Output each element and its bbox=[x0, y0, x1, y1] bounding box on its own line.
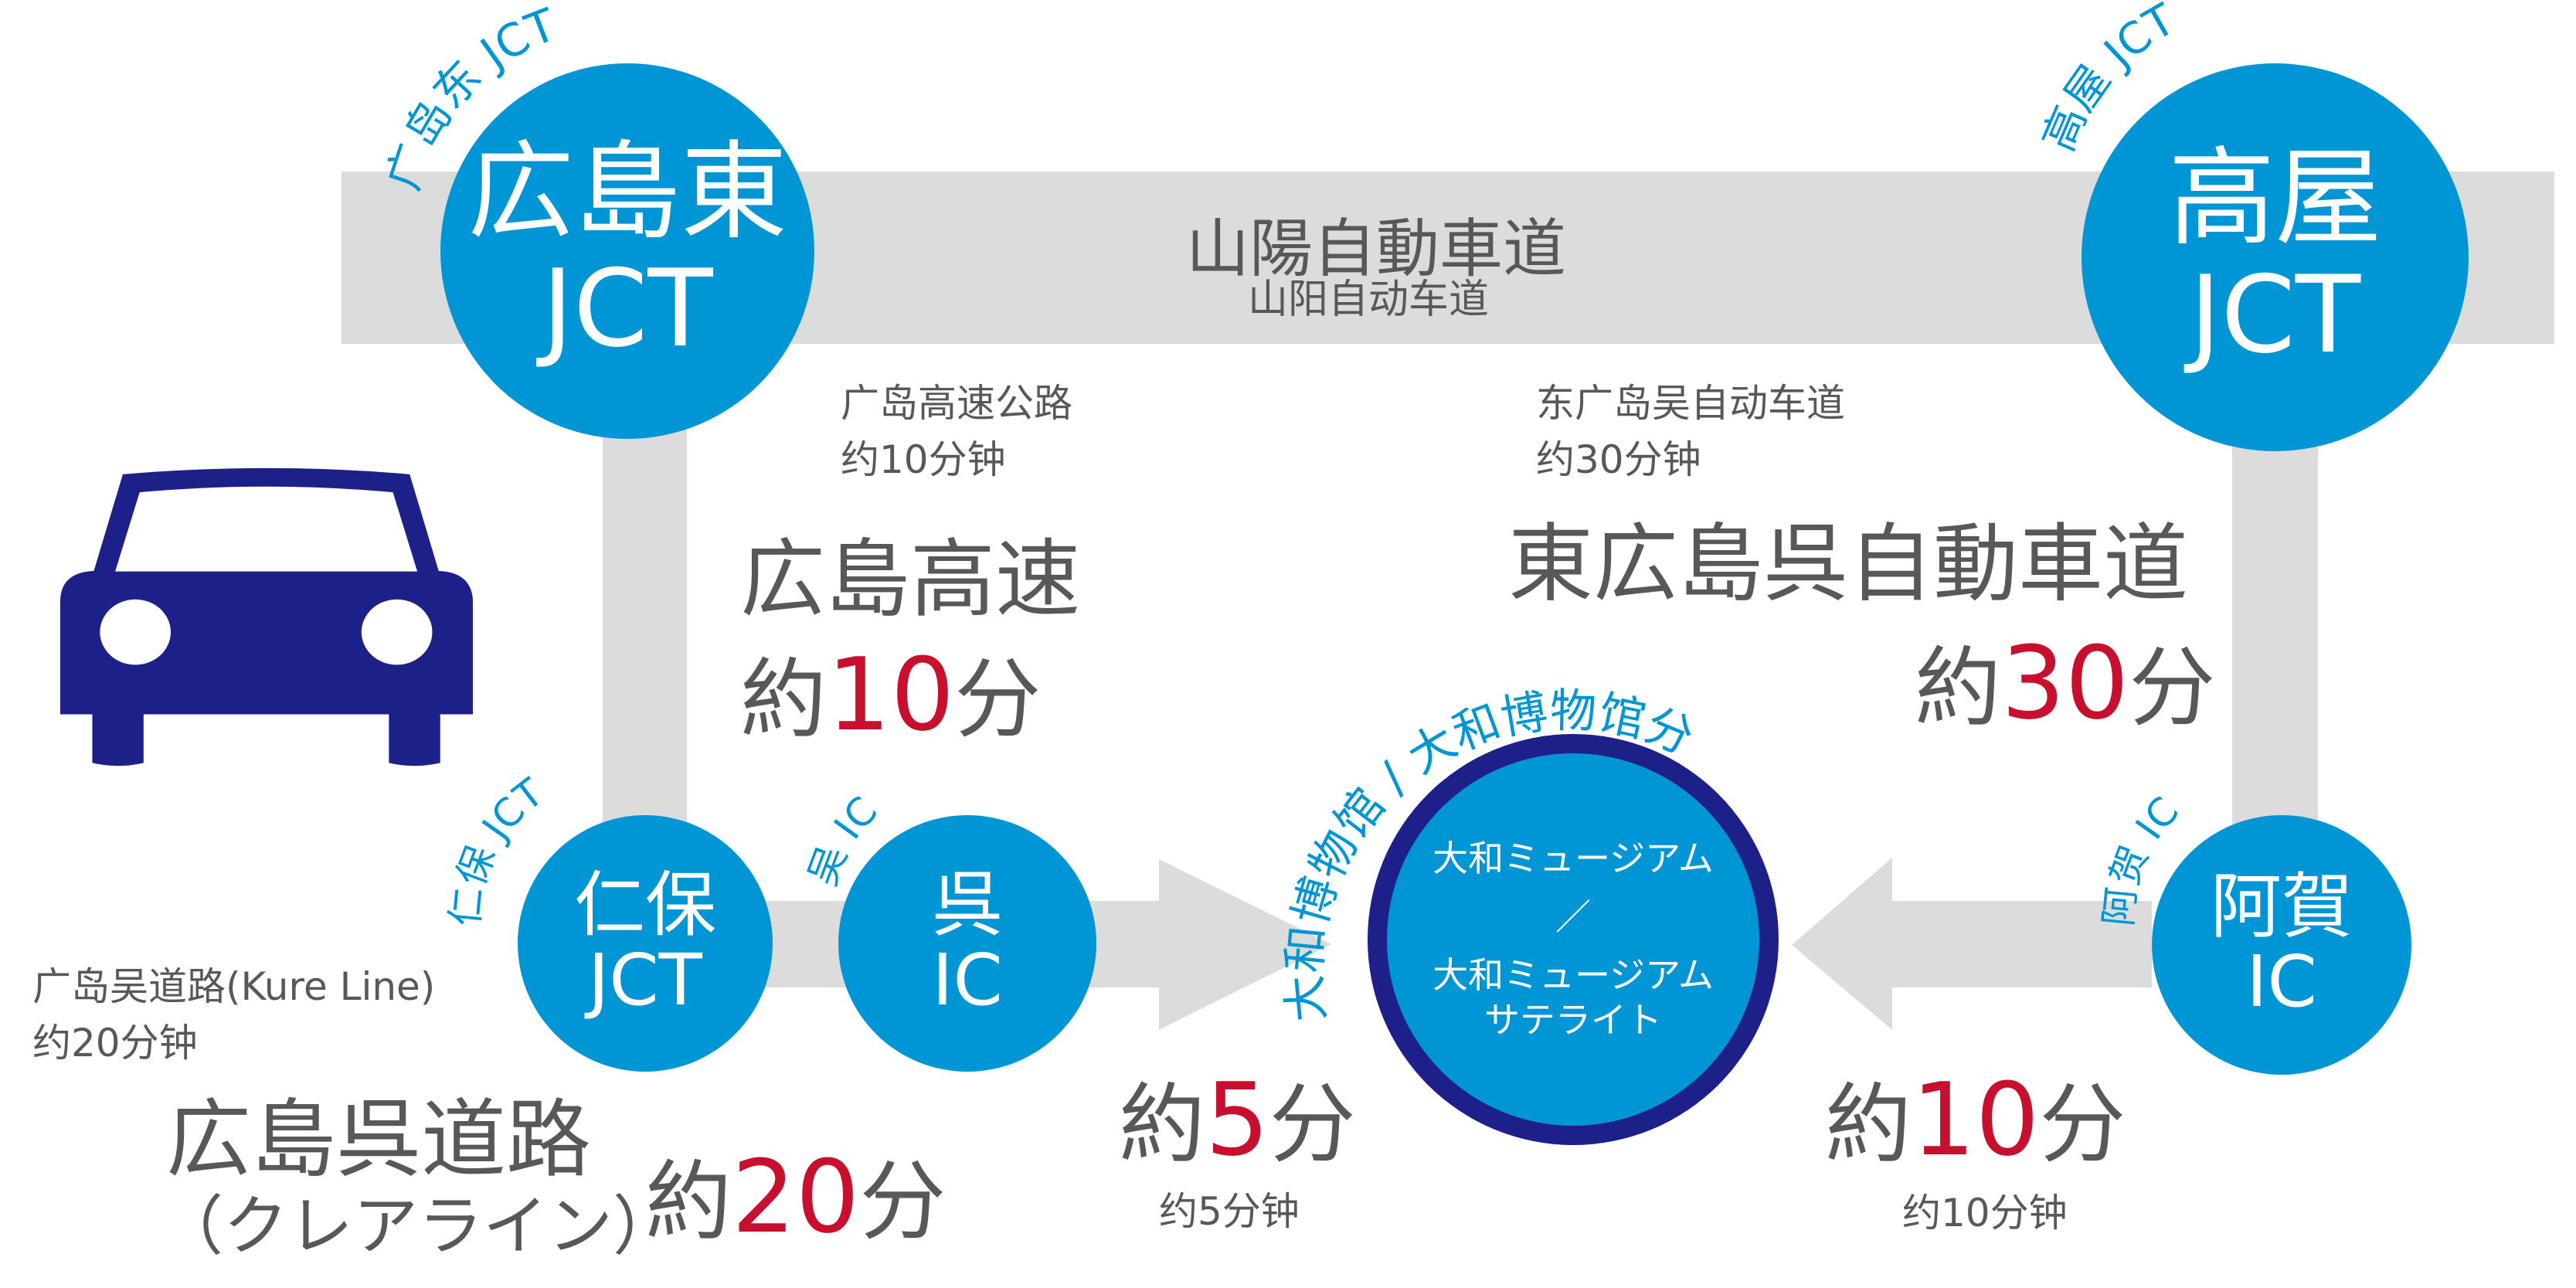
time-value: 30 bbox=[2001, 624, 2129, 742]
svg-text:广岛东 JCT: 广岛东 JCT bbox=[376, 0, 563, 196]
museum-separator: ／ bbox=[1555, 895, 1591, 938]
museum-name-3: サテライト bbox=[1484, 998, 1662, 1041]
aga-to-museum-time: 約10分 bbox=[1825, 1061, 2126, 1178]
svg-text:吴 IC: 吴 IC bbox=[800, 788, 885, 892]
museum-name-2: 大和ミュージアム bbox=[1432, 954, 1714, 996]
kure-ic-cn-label: 吴 IC bbox=[800, 788, 885, 892]
sanyo-name-ja: 山陽自動車道 bbox=[1186, 212, 1567, 286]
node-label-ja: 仁保 bbox=[573, 864, 716, 947]
kure-ic-node[interactable]: 呉 IC bbox=[838, 815, 1096, 1072]
niho-jct-cn-label: 仁保 JCT bbox=[443, 770, 552, 928]
node-label-ja: 呉 bbox=[931, 864, 1003, 947]
hiroshima-expressway-cn-time: 约10分钟 bbox=[841, 437, 1006, 482]
node-label-type: JCT bbox=[588, 939, 702, 1021]
node-label-type: JCT bbox=[2189, 253, 2361, 377]
sanyo-name-cn: 山阳自动车道 bbox=[1248, 277, 1490, 323]
node-label-type: IC bbox=[932, 939, 1003, 1021]
museum-cn-label: 大和博物馆 / 大和博物馆分馆 bbox=[1244, 637, 1701, 1024]
kure-to-museum-cn-time: 约5分钟 bbox=[1159, 1189, 1300, 1234]
aga-ic-cn-label: 阿贺 IC bbox=[2096, 789, 2187, 929]
svg-text:高屋 JCT: 高屋 JCT bbox=[2034, 0, 2184, 158]
hiroshima-higashi-jct-cn-label: 广岛东 JCT bbox=[376, 0, 563, 196]
higashi-hiroshima-kure-cn-name: 东广岛吴自动车道 bbox=[1536, 381, 1845, 426]
higashi-hiroshima-kure-time: 約30分 bbox=[1915, 624, 2216, 742]
takaya-jct-node[interactable]: 高屋 JCT bbox=[2082, 63, 2469, 451]
aga-to-museum-cn-time: 约10分钟 bbox=[1902, 1191, 2068, 1235]
higashi-hiroshima-kure-name-ja: 東広島呉自動車道 bbox=[1508, 515, 2188, 613]
hiroshima-expressway-cn-name: 广岛高速公路 bbox=[841, 381, 1072, 426]
yamato-museum-node[interactable]: 大和ミュージアム ／ 大和ミュージアム サテライト bbox=[1368, 734, 1779, 1145]
kure-line-cn-name: 广岛吴道路(Kure Line) bbox=[32, 964, 436, 1009]
node-label-ja: 阿賀 bbox=[2210, 865, 2353, 949]
hiroshima-expressway-time: 約10分 bbox=[740, 636, 1042, 753]
hiroshima-higashi-jct-node[interactable]: 広島東 JCT bbox=[440, 63, 814, 439]
node-label-ja: 高屋 bbox=[2168, 136, 2382, 261]
time-value: 10 bbox=[1912, 1061, 2040, 1178]
yamato-museum-inner: 大和ミュージアム ／ 大和ミュージアム サテライト bbox=[1387, 753, 1759, 1126]
kure-line-name-ja: 広島呉道路 bbox=[166, 1090, 591, 1189]
time-value: 20 bbox=[732, 1138, 860, 1256]
arrow-left-icon bbox=[1792, 858, 2152, 1030]
svg-text:阿贺 IC: 阿贺 IC bbox=[2096, 789, 2187, 929]
node-label-type: IC bbox=[2246, 940, 2317, 1023]
time-value: 10 bbox=[827, 636, 955, 753]
svg-text:大和博物馆 / 大和博物馆分馆: 大和博物馆 / 大和博物馆分馆 bbox=[1244, 637, 1701, 1024]
niho-jct-node[interactable]: 仁保 JCT bbox=[518, 815, 773, 1072]
kure-line-cn-time: 约20分钟 bbox=[32, 1021, 198, 1065]
node-label-type: JCT bbox=[542, 246, 713, 371]
museum-name-1: 大和ミュージアム bbox=[1432, 838, 1714, 879]
node-label-ja: 広島東 bbox=[467, 130, 787, 255]
kure-line-name-ja-sub: （クレアライン） bbox=[158, 1188, 678, 1264]
time-value: 5 bbox=[1205, 1061, 1269, 1178]
kure-to-museum-time: 約5分 bbox=[1119, 1061, 1356, 1178]
svg-text:仁保 JCT: 仁保 JCT bbox=[443, 770, 552, 928]
car-icon bbox=[60, 467, 473, 766]
kure-line-time: 約20分 bbox=[645, 1138, 946, 1256]
aga-ic-node[interactable]: 阿賀 IC bbox=[2152, 815, 2411, 1075]
hiroshima-expressway-name-ja: 広島高速 bbox=[740, 530, 1080, 629]
takaya-jct-cn-label: 高屋 JCT bbox=[2034, 0, 2184, 158]
higashi-hiroshima-kure-cn-time: 约30分钟 bbox=[1536, 437, 1701, 482]
